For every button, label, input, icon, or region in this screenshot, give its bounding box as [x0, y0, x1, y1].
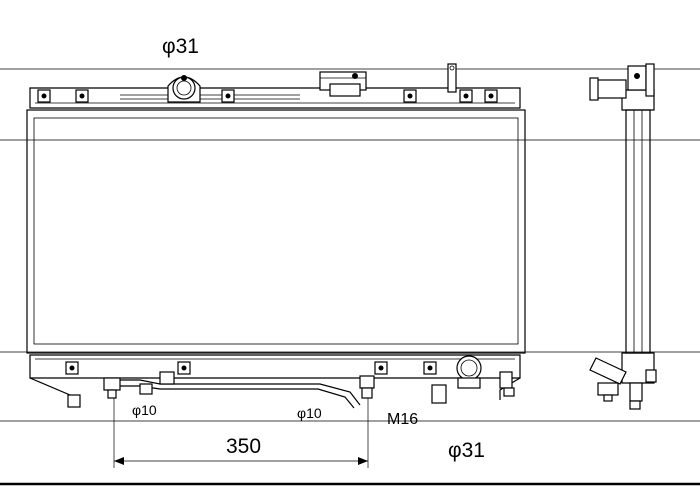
top-inlet-diameter-label: φ31: [162, 35, 199, 58]
center-distance-label: 350: [226, 435, 262, 458]
top-outlet-pipe: [319, 63, 457, 97]
bottom-outlet-diameter-label: φ31: [448, 439, 485, 462]
oil-cooler-line: [103, 371, 375, 409]
pipe-diameter-right-label: φ10: [297, 405, 322, 421]
thread-size-label: M16: [387, 411, 419, 428]
top-tank: [29, 87, 521, 109]
filler-cap: [167, 75, 201, 103]
bottom-tank: [29, 354, 521, 408]
side-view: [589, 63, 657, 410]
dimension-350: [113, 398, 369, 468]
pipe-diameter-left-label: φ10: [132, 402, 157, 418]
radiator-core: [26, 109, 526, 354]
bottom-outlet-pipe: [456, 355, 482, 389]
reference-lines: [0, 68, 700, 486]
